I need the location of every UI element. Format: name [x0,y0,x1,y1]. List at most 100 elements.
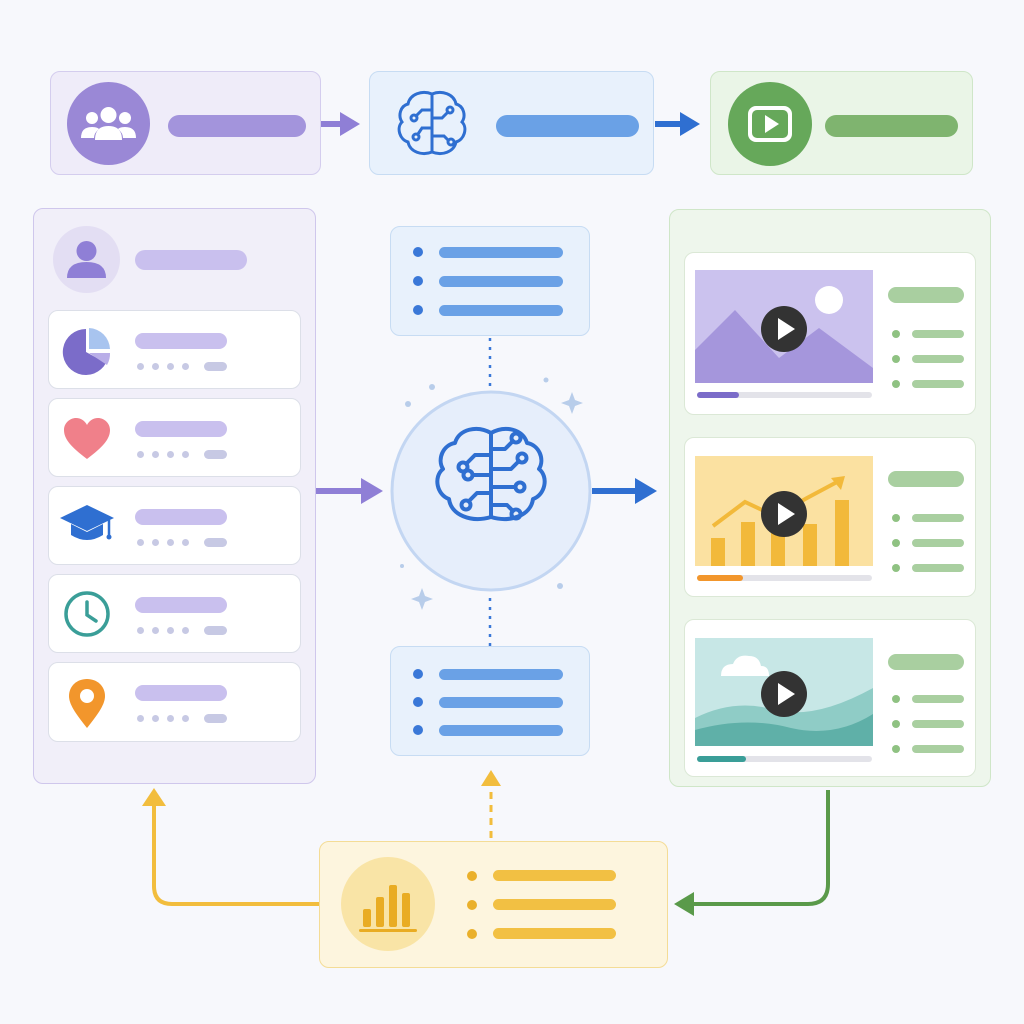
attribute-label-bar [135,333,227,349]
placeholder-dot [182,451,189,458]
list-line-bar [493,928,616,939]
list-bullet [413,276,423,286]
list-bullet [892,330,900,338]
feedback-arrow-to-features [481,770,501,838]
placeholder-dot [137,451,144,458]
placeholder-bar [204,538,227,547]
list-line-bar [439,247,563,258]
list-line-bar [439,669,563,680]
video-play-icon [728,82,812,166]
video-title-bar [888,287,964,303]
arrow-ai-to-output [655,112,700,136]
list-bullet [892,720,900,728]
list-bullet [892,514,900,522]
attribute-card-interests[interactable] [48,398,301,477]
list-bullet [892,564,900,572]
list-bullet [892,539,900,547]
placeholder-dot [167,627,174,634]
growth-chart-thumbnail [695,456,873,566]
ai-engine-brain-node[interactable] [390,390,592,592]
arrow-videos-to-analytics [674,790,830,916]
list-bullet [892,380,900,388]
placeholder-dot [167,539,174,546]
feature-list-bottom [390,646,590,756]
list-bullet [892,355,900,363]
list-line-bar [439,276,563,287]
feedback-arrow-to-profile [142,788,320,906]
placeholder-bar [204,626,227,635]
list-line-bar [493,899,616,910]
heart-icon [63,417,111,461]
list-bullet [467,871,477,881]
bar-chart-icon [341,857,435,951]
list-bullet [413,669,423,679]
list-line-bar [912,720,964,728]
video-title-bar [888,471,964,487]
mountain-landscape-thumbnail [695,270,873,383]
placeholder-bar [204,714,227,723]
clock-icon [63,590,111,638]
video-card-2[interactable] [684,437,976,597]
attribute-label-bar [135,421,227,437]
list-bullet [413,247,423,257]
list-line-bar [912,745,964,753]
attribute-label-bar [135,597,227,613]
attribute-label-bar [135,509,227,525]
placeholder-dot [167,451,174,458]
list-bullet [413,725,423,735]
attribute-label-bar [135,685,227,701]
list-line-bar [912,330,964,338]
placeholder-dot [167,715,174,722]
placeholder-dot [137,363,144,370]
list-bullet [467,929,477,939]
list-line-bar [439,725,563,736]
placeholder-bar [204,450,227,459]
list-line-bar [912,355,964,363]
video-progress-track [697,392,872,398]
list-line-bar [912,539,964,547]
list-bullet [892,745,900,753]
placeholder-dot [152,715,159,722]
attribute-card-location[interactable] [48,662,301,742]
placeholder-dot [182,627,189,634]
attribute-card-education[interactable] [48,486,301,565]
video-title-bar [888,654,964,670]
video-progress-fill [697,756,746,762]
list-line-bar [912,564,964,572]
list-line-bar [493,870,616,881]
ai-title-bar [496,115,639,137]
video-progress-fill [697,575,743,581]
video-progress-track [697,756,872,762]
list-bullet [892,695,900,703]
analytics-feedback-box[interactable] [319,841,668,968]
list-line-bar [439,697,563,708]
video-card-3[interactable] [684,619,976,777]
attribute-card-demographics[interactable] [48,310,301,389]
location-pin-icon [67,677,107,729]
list-line-bar [912,695,964,703]
graduation-cap-icon [59,503,115,547]
sparkle-decorations [400,377,583,610]
placeholder-bar [204,362,227,371]
output-title-bar [825,115,958,137]
hills-landscape-thumbnail [695,638,873,746]
list-line-bar [912,380,964,388]
profile-name-bar [135,250,247,270]
arrow-profile-to-brain [316,478,383,504]
placeholder-dot [137,539,144,546]
video-card-1[interactable] [684,252,976,415]
list-bullet [413,305,423,315]
arrow-audience-to-ai [321,112,360,136]
audience-title-bar [168,115,306,137]
placeholder-dot [137,715,144,722]
user-avatar-icon [53,226,120,293]
attribute-card-time[interactable] [48,574,301,653]
placeholder-dot [182,539,189,546]
placeholder-dot [182,715,189,722]
placeholder-dot [152,539,159,546]
feature-list-top [390,226,590,336]
placeholder-dot [137,627,144,634]
list-bullet [413,697,423,707]
pie-chart-icon [61,327,111,377]
